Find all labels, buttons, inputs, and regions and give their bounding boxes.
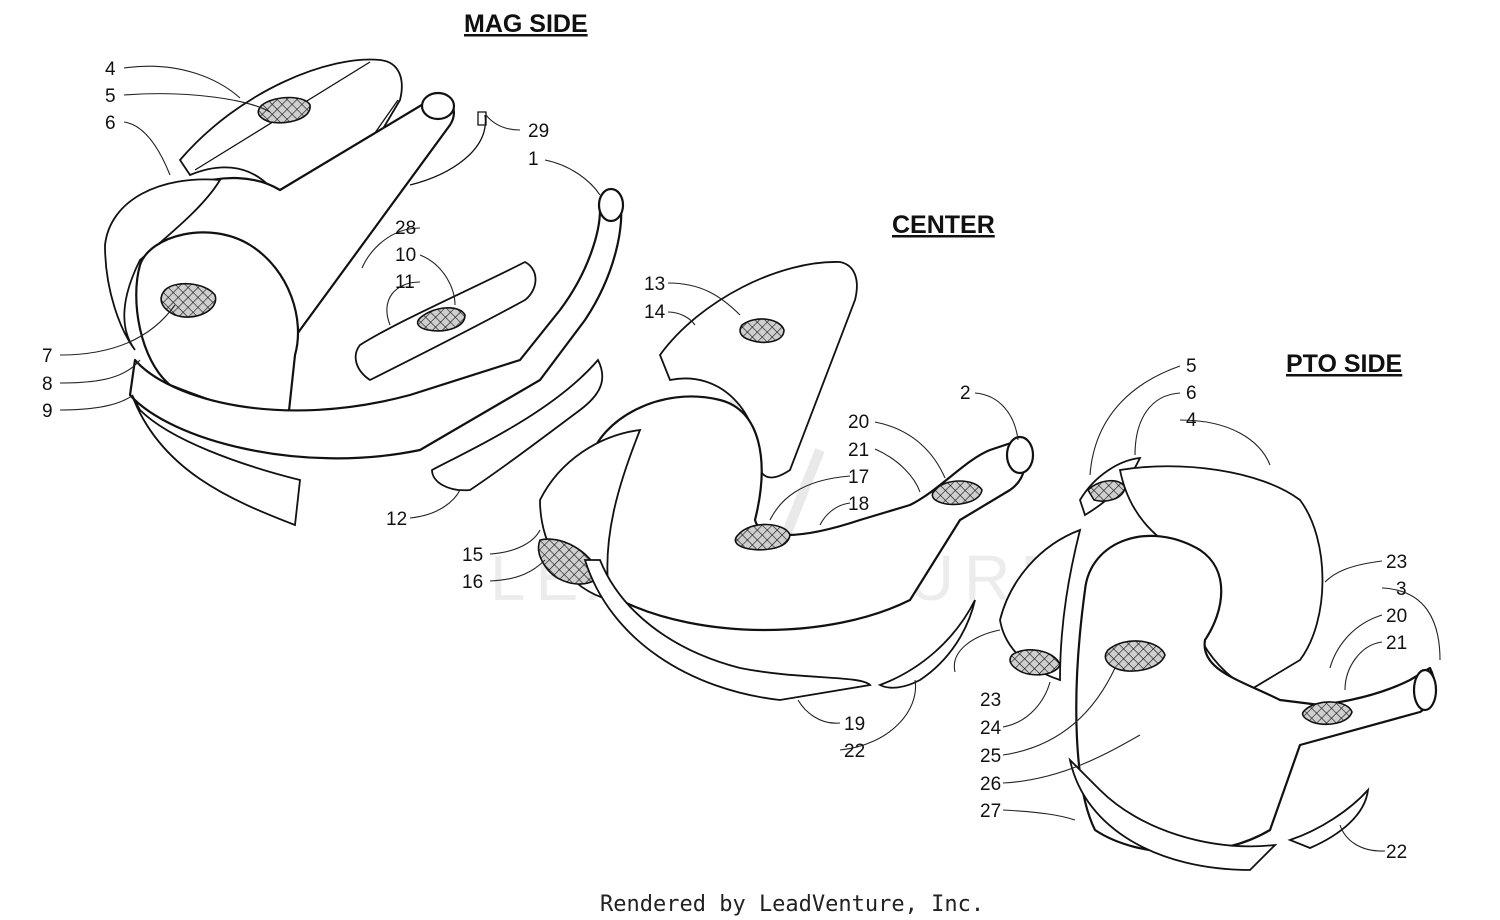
section-title-pto: PTO SIDE	[1286, 350, 1402, 378]
callout-center-19: 19	[844, 714, 865, 735]
callout-mag-7: 7	[42, 346, 53, 367]
callout-pto-5: 5	[1186, 356, 1197, 377]
callout-mag-28: 28	[395, 218, 416, 239]
callout-mag-8: 8	[42, 374, 53, 395]
callout-mag-11: 11	[395, 272, 415, 293]
center-pad-16	[537, 538, 601, 585]
pto-clip-22	[1287, 787, 1370, 849]
callout-mag-1: 1	[528, 149, 539, 170]
callout-mag-9: 9	[42, 401, 53, 422]
pto-pad-24	[1009, 649, 1061, 676]
callout-mag-29: 29	[528, 121, 549, 142]
callout-center-13: 13	[644, 274, 665, 295]
callout-center-20: 20	[848, 412, 869, 433]
mag-lower-shield	[131, 394, 301, 527]
callout-pto-22: 22	[1386, 842, 1407, 863]
callout-center-18: 18	[848, 494, 869, 515]
mag-small-shield	[431, 358, 604, 492]
pto-lower-shield-27	[1068, 757, 1278, 871]
callouts: 4 5 6 7 8 9 29 1 28 10 11 12 13 14 2 20 …	[42, 59, 1407, 863]
callout-center-22: 22	[844, 741, 865, 762]
pto-inlet	[1412, 668, 1438, 712]
callout-mag-10: 10	[395, 245, 416, 266]
center-lower-shield	[583, 559, 872, 701]
callout-center-16: 16	[462, 572, 483, 593]
center-assembly	[537, 261, 1035, 701]
center-pad-13	[739, 318, 785, 344]
callout-center-21: 21	[848, 440, 869, 461]
leader-lines	[59, 65, 1441, 852]
pto-pipe	[1075, 534, 1436, 854]
callout-pto-27: 27	[980, 801, 1001, 822]
footer-credit: Rendered by LeadVenture, Inc.	[600, 892, 984, 917]
callout-center-2: 2	[960, 383, 971, 404]
section-title-mag: MAG SIDE	[464, 10, 588, 38]
center-pad-20	[931, 480, 983, 506]
center-pad-17	[734, 523, 791, 551]
callout-pto-26: 26	[980, 774, 1001, 795]
callout-pto-20: 20	[1386, 606, 1407, 627]
section-title-center: CENTER	[892, 211, 995, 239]
callout-pto-24: 24	[980, 718, 1002, 739]
center-upper-shield	[658, 261, 858, 479]
callout-pto-21: 21	[1386, 633, 1407, 654]
callout-mag-12: 12	[386, 509, 407, 530]
mag-inlet	[597, 187, 625, 223]
center-pipe	[585, 395, 1027, 632]
mag-pad-7	[160, 282, 217, 318]
callout-pto-25: 25	[980, 746, 1001, 767]
callout-pto-23a: 23	[1386, 552, 1407, 573]
callout-center-14: 14	[644, 302, 666, 323]
mag-end-cap	[135, 231, 300, 422]
pto-pad-20	[1301, 701, 1353, 726]
callout-pto-4: 4	[1186, 410, 1197, 431]
center-inlet	[1005, 435, 1035, 475]
mag-pad-10	[416, 307, 466, 332]
callout-pto-3: 3	[1396, 579, 1407, 600]
callout-pto-23b: 23	[980, 690, 1001, 711]
callout-center-17: 17	[848, 467, 869, 488]
callout-mag-6: 6	[105, 113, 116, 134]
callout-center-15: 15	[462, 545, 483, 566]
callout-mag-4: 4	[105, 59, 116, 80]
mag-side-assembly	[104, 58, 625, 527]
mag-spring	[409, 111, 487, 186]
callout-mag-5: 5	[105, 86, 116, 107]
pto-side-assembly	[999, 456, 1438, 871]
pto-pad-25	[1104, 640, 1166, 672]
center-lower-clip	[877, 599, 976, 689]
mag-outlet	[420, 91, 456, 121]
callout-pto-6: 6	[1186, 383, 1197, 404]
mag-pad-5	[257, 96, 311, 124]
